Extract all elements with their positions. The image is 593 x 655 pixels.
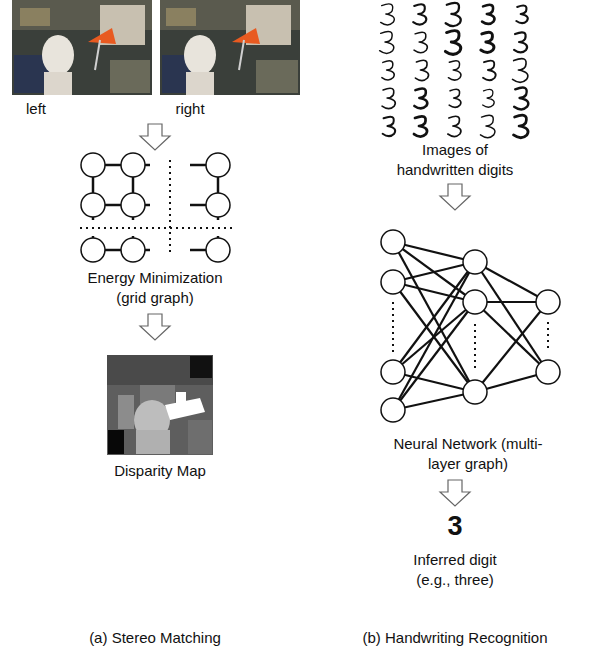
network-node: [381, 398, 405, 422]
stereo-photo-right: [160, 0, 300, 95]
network-node: [381, 360, 405, 384]
stage-caption: Neural Network (multi-layer graph): [393, 434, 543, 474]
digit-stroke: [514, 32, 527, 52]
stage-caption: Energy Minimization (grid graph): [75, 268, 235, 308]
disparity-map: [107, 355, 213, 455]
digit-stroke: [514, 87, 528, 109]
digit-stroke: [381, 4, 395, 25]
stereo-photo-left: [12, 0, 152, 95]
network-node: [536, 360, 560, 384]
network-node: [463, 250, 487, 274]
stage-caption: Inferred digit (e.g., three): [398, 550, 513, 590]
network-link: [393, 242, 475, 302]
digit-stroke: [413, 4, 426, 24]
digit-stroke: [480, 115, 495, 137]
digit-stroke: [513, 59, 528, 83]
digit-stroke: [513, 115, 528, 138]
digit-stroke: [448, 116, 461, 136]
network-node: [536, 290, 560, 314]
network-node: [381, 270, 405, 294]
network-node: [381, 230, 405, 254]
network-link: [475, 302, 548, 372]
digit-stroke: [449, 89, 461, 107]
digit-stroke: [380, 32, 394, 54]
stage-caption: Disparity Map: [85, 461, 235, 481]
digit-stroke: [382, 61, 394, 80]
image-label: left: [6, 99, 66, 119]
handwritten-digits: [380, 3, 529, 138]
digit-stroke: [414, 116, 427, 136]
digit-stroke: [481, 32, 494, 52]
digit-stroke: [415, 60, 428, 80]
output-digit: 3: [435, 510, 475, 542]
digit-stroke: [446, 3, 461, 26]
digit-stroke: [482, 5, 494, 24]
panel-caption: (b) Handwriting Recognition: [340, 628, 570, 648]
network-node: [463, 290, 487, 314]
stage-caption: Images of handwritten digits: [385, 140, 525, 180]
grid-graph: [93, 165, 218, 250]
graph-node: [81, 153, 230, 262]
panel-caption: (a) Stereo Matching: [55, 628, 255, 648]
image-label: right: [160, 99, 220, 119]
digit-stroke: [445, 31, 460, 55]
digit-stroke: [483, 61, 496, 81]
digit-stroke: [414, 88, 427, 108]
network-node: [463, 380, 487, 404]
network-links: [393, 242, 548, 410]
digit-stroke: [383, 117, 396, 136]
digit-stroke: [414, 32, 427, 53]
digit-stroke: [448, 61, 461, 80]
network-node: [381, 230, 560, 422]
digit-stroke: [382, 88, 395, 108]
digit-stroke: [516, 6, 527, 24]
digit-stroke: [483, 89, 495, 107]
